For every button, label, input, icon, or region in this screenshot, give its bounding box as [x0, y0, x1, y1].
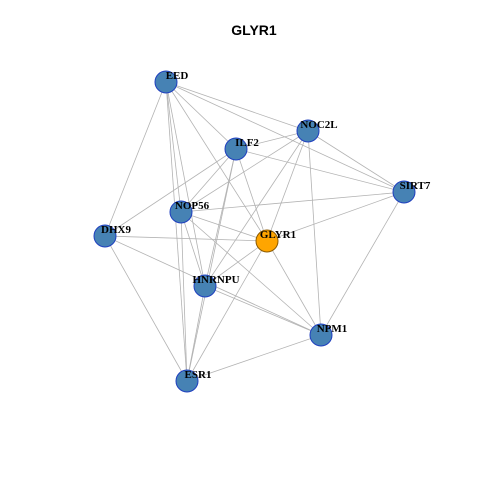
node-label-eed: EED: [166, 70, 189, 82]
edge-eed-hnrnpu: [165, 81, 206, 287]
node-glyr1: [255, 229, 279, 253]
edge-nop56-npm1: [180, 211, 322, 336]
edge-noc2l-ilf2: [235, 130, 309, 150]
edge-eed-ilf2: [165, 81, 237, 150]
edge-eed-dhx9: [104, 81, 167, 237]
node-label-npm1: NPM1: [317, 323, 348, 335]
node-label-noc2l: NOC2L: [300, 119, 337, 131]
edge-sirt7-nop56: [180, 191, 405, 213]
edge-sirt7-npm1: [320, 191, 405, 336]
node-ilf2: [224, 137, 248, 161]
node-hnrnpu: [193, 274, 217, 298]
edge-dhx9-glyr1: [104, 235, 268, 242]
edge-ilf2-esr1: [186, 148, 237, 382]
edge-ilf2-sirt7: [235, 148, 405, 193]
edge-npm1-esr1: [186, 334, 322, 382]
node-label-esr1: ESR1: [185, 369, 212, 381]
edges-layer: [104, 81, 405, 382]
node-sirt7: [392, 180, 416, 204]
edge-eed-nop56: [165, 81, 182, 213]
edge-ilf2-dhx9: [104, 148, 237, 237]
edge-hnrnpu-npm1: [204, 285, 322, 336]
node-dhx9: [93, 224, 117, 248]
edge-nop56-esr1: [180, 211, 188, 382]
node-nop56: [169, 200, 193, 224]
edge-glyr1-esr1: [186, 240, 268, 382]
edge-noc2l-glyr1: [266, 130, 309, 242]
edge-hnrnpu-esr1: [186, 285, 206, 382]
nodes-layer: [93, 70, 416, 393]
node-label-glyr1: GLYR1: [260, 229, 296, 241]
edge-glyr1-hnrnpu: [204, 240, 268, 287]
node-npm1: [309, 323, 333, 347]
node-label-hnrnpu: HNRNPU: [192, 274, 239, 286]
edge-glyr1-npm1: [266, 240, 322, 336]
graph-title: GLYR1: [231, 22, 277, 38]
edge-noc2l-sirt7: [307, 130, 405, 193]
node-label-dhx9: DHX9: [101, 224, 131, 236]
edge-ilf2-nop56: [180, 148, 237, 213]
node-label-nop56: NOP56: [175, 200, 210, 212]
node-label-ilf2: ILF2: [235, 137, 259, 149]
edge-eed-noc2l: [165, 81, 309, 132]
edge-ilf2-glyr1: [235, 148, 268, 242]
node-noc2l: [296, 119, 320, 143]
edge-noc2l-hnrnpu: [204, 130, 309, 287]
node-label-sirt7: SIRT7: [400, 180, 431, 192]
edge-dhx9-esr1: [104, 235, 188, 382]
edge-sirt7-glyr1: [266, 191, 405, 242]
node-esr1: [175, 369, 199, 393]
edge-noc2l-nop56: [180, 130, 309, 213]
node-eed: [154, 70, 178, 94]
edge-eed-esr1: [165, 81, 188, 382]
edge-nop56-glyr1: [180, 211, 268, 242]
edge-nop56-hnrnpu: [180, 211, 206, 287]
edge-noc2l-npm1: [307, 130, 322, 336]
